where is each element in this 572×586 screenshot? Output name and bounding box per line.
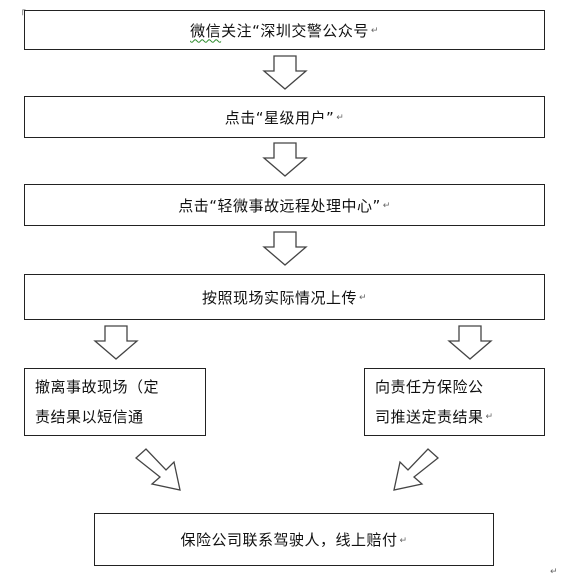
step-1-rest: 关注“深圳交警公众号 [221,21,369,40]
diagonal-arrow-left [134,448,181,491]
step-5-right-text: 向责任方保险公 司推送定责结果↵ [375,372,494,433]
step-4-label: 按照现场实际情况上传 [201,288,357,307]
step-5-right-box: 向责任方保险公 司推送定责结果↵ [364,368,545,436]
step-3-label: 点击“轻微事故远程处理中心” [178,196,381,215]
end-paragraph-mark: ↵ [550,567,558,577]
step-1-box: 微信关注“深圳交警公众号↵ [24,10,545,50]
step-5-right-line-1: 向责任方保险公 [375,377,484,396]
corner-mark: ┌ [20,6,26,16]
paragraph-mark: ↵ [370,26,379,36]
step-3-box: 点击“轻微事故远程处理中心”↵ [24,184,545,226]
paragraph-mark: ↵ [399,535,408,546]
step-6-box: 保险公司联系驾驶人，线上赔付↵ [94,513,494,566]
step-2-text: 点击“星级用户”↵ [225,107,345,128]
paragraph-mark: ↵ [336,113,345,123]
down-arrow-4-left [93,325,139,360]
step-1-prefix: 微信 [190,21,222,40]
step-5-left-line-2: 责结果以短信通 [35,408,144,426]
step-5-right-line-2: 司推送定责结果 [375,407,484,426]
step-6-text: 保险公司联系驾驶人，线上赔付↵ [180,529,407,550]
down-arrow-4-right [447,325,493,360]
paragraph-mark: ↵ [358,293,368,303]
step-1-text: 微信关注“深圳交警公众号↵ [190,20,379,41]
paragraph-mark: ↵ [485,412,494,423]
step-6-label: 保险公司联系驾驶人，线上赔付 [180,531,398,549]
step-4-text: 按照现场实际情况上传↵ [202,287,367,308]
down-arrow-3 [262,231,308,266]
diagonal-arrow-right [393,448,440,491]
step-5-left-line-1: 撤离事故现场（定 [35,378,160,396]
down-arrow-2 [262,142,308,177]
down-arrow-1 [262,55,308,90]
step-5-right-line-2-row: 司推送定责结果↵ [375,402,494,433]
step-2-box: 点击“星级用户”↵ [24,96,545,138]
step-5-left-text: 撤离事故现场（定 责结果以短信通 [35,372,159,432]
step-4-box: 按照现场实际情况上传↵ [24,274,545,320]
step-2-label: 点击“星级用户” [224,108,335,127]
step-3-text: 点击“轻微事故远程处理中心”↵ [178,195,391,216]
step-5-left-box: 撤离事故现场（定 责结果以短信通 [24,368,206,436]
paragraph-mark: ↵ [382,201,391,211]
